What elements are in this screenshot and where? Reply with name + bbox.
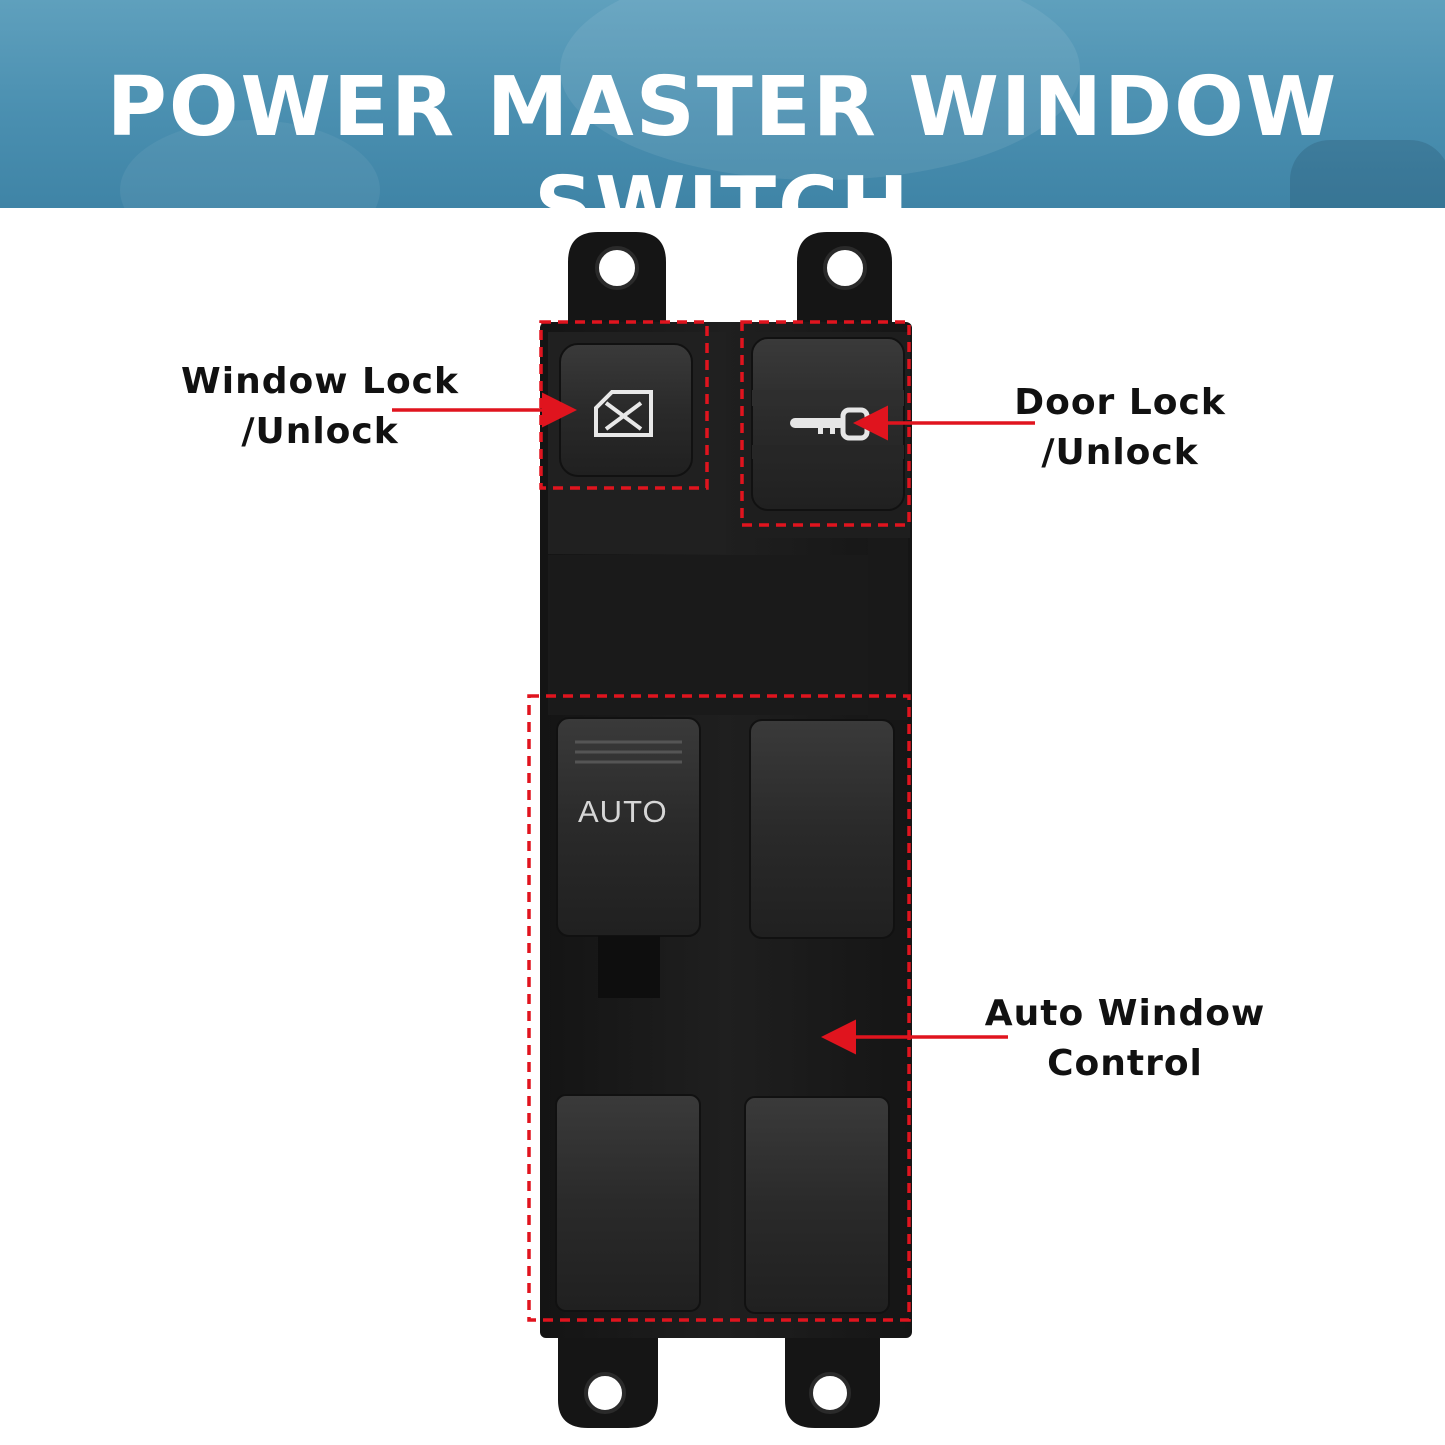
rear-left-window-button[interactable] bbox=[555, 1094, 701, 1312]
rear-right-window-button[interactable] bbox=[744, 1096, 890, 1314]
window-lock-callout-label: Window Lock /Unlock bbox=[160, 357, 480, 457]
door-lock-highlight-box bbox=[740, 320, 911, 527]
window-lock-icon bbox=[594, 390, 653, 437]
window-lock-label-line1: Window Lock bbox=[181, 361, 459, 402]
auto-button-label: AUTO bbox=[578, 794, 668, 829]
bottom-mount-tab-left bbox=[558, 1330, 658, 1428]
banner-title: POWER MASTER WINDOW SWITCH bbox=[106, 60, 1339, 208]
auto-window-label-line1: Auto Window bbox=[984, 993, 1266, 1034]
door-lock-callout-label: Door Lock /Unlock bbox=[990, 378, 1250, 478]
banner-background-shape bbox=[1290, 140, 1445, 208]
window-lock-button[interactable] bbox=[559, 343, 693, 477]
top-mount-tab-right bbox=[797, 232, 892, 330]
window-lock-highlight-box bbox=[539, 320, 709, 490]
bottom-mount-tab-right bbox=[785, 1330, 880, 1428]
top-mount-tab-left bbox=[568, 232, 666, 330]
window-lock-label-line2: /Unlock bbox=[241, 411, 399, 452]
title-banner: POWER MASTER WINDOW SWITCH bbox=[0, 0, 1445, 208]
auto-window-label-line2: Control bbox=[1047, 1043, 1203, 1084]
door-lock-label-line2: /Unlock bbox=[1041, 432, 1199, 473]
auto-window-callout-label: Auto Window Control bbox=[970, 989, 1280, 1089]
auto-window-highlight-box bbox=[527, 694, 911, 1322]
door-lock-label-line1: Door Lock bbox=[1014, 382, 1226, 423]
banner-background-shape bbox=[560, 0, 1080, 180]
passenger-window-button[interactable] bbox=[749, 719, 895, 939]
